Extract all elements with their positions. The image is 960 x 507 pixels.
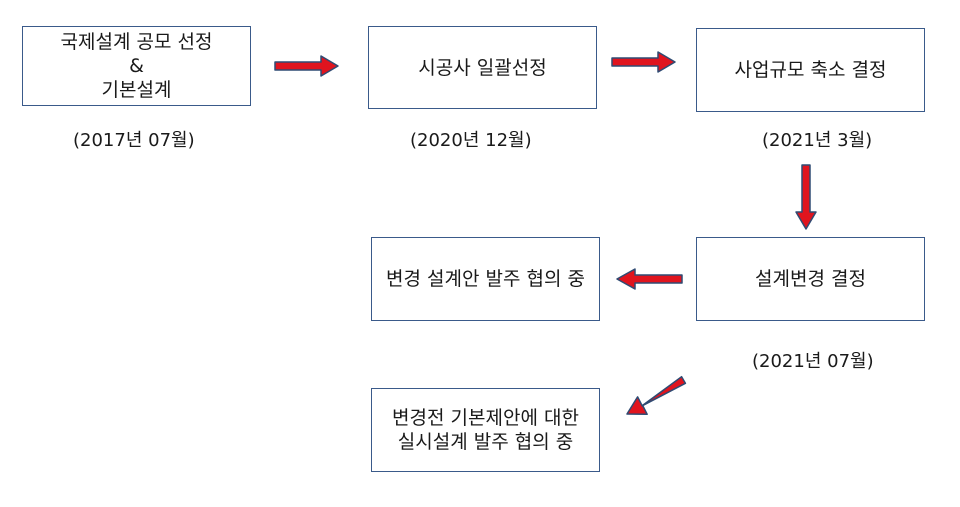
step-text-line: 변경전 기본제안에 대한 (392, 407, 579, 429)
step-date-contractor-selection: (2020년 12월) (410, 130, 532, 151)
step-text-line: & (129, 55, 144, 77)
step-box-contractor-selection: 시공사 일괄선정 (368, 26, 597, 109)
step-text-line: 기본설계 (101, 79, 172, 101)
step-box-detailed-design-order: 변경전 기본제안에 대한 실시설계 발주 협의 중 (371, 388, 600, 472)
arrow-left-icon (616, 268, 683, 290)
step-date-design-competition: (2017년 07월) (73, 130, 195, 151)
step-date-design-change: (2021년 07월) (752, 351, 874, 372)
step-box-scale-reduction: 사업규모 축소 결정 (696, 28, 925, 112)
arrow-down-icon (795, 164, 817, 230)
arrow-right-icon (274, 55, 339, 77)
step-box-design-change: 설계변경 결정 (696, 237, 925, 321)
arrow-right-icon (611, 51, 676, 73)
step-text-line: 실시설계 발주 협의 중 (397, 431, 574, 453)
step-date-scale-reduction: (2021년 3월) (762, 130, 873, 151)
step-text-line: 변경 설계안 발주 협의 중 (386, 268, 585, 290)
step-text-line: 국제설계 공모 선정 (60, 31, 213, 53)
step-text-line: 시공사 일괄선정 (418, 56, 547, 79)
step-text-line: 설계변경 결정 (755, 268, 866, 290)
step-text-line: 사업규모 축소 결정 (734, 59, 887, 81)
arrow-down-left-icon (626, 375, 687, 416)
step-box-revised-design-order: 변경 설계안 발주 협의 중 (371, 237, 600, 321)
step-box-design-competition: 국제설계 공모 선정 & 기본설계 (22, 26, 251, 106)
